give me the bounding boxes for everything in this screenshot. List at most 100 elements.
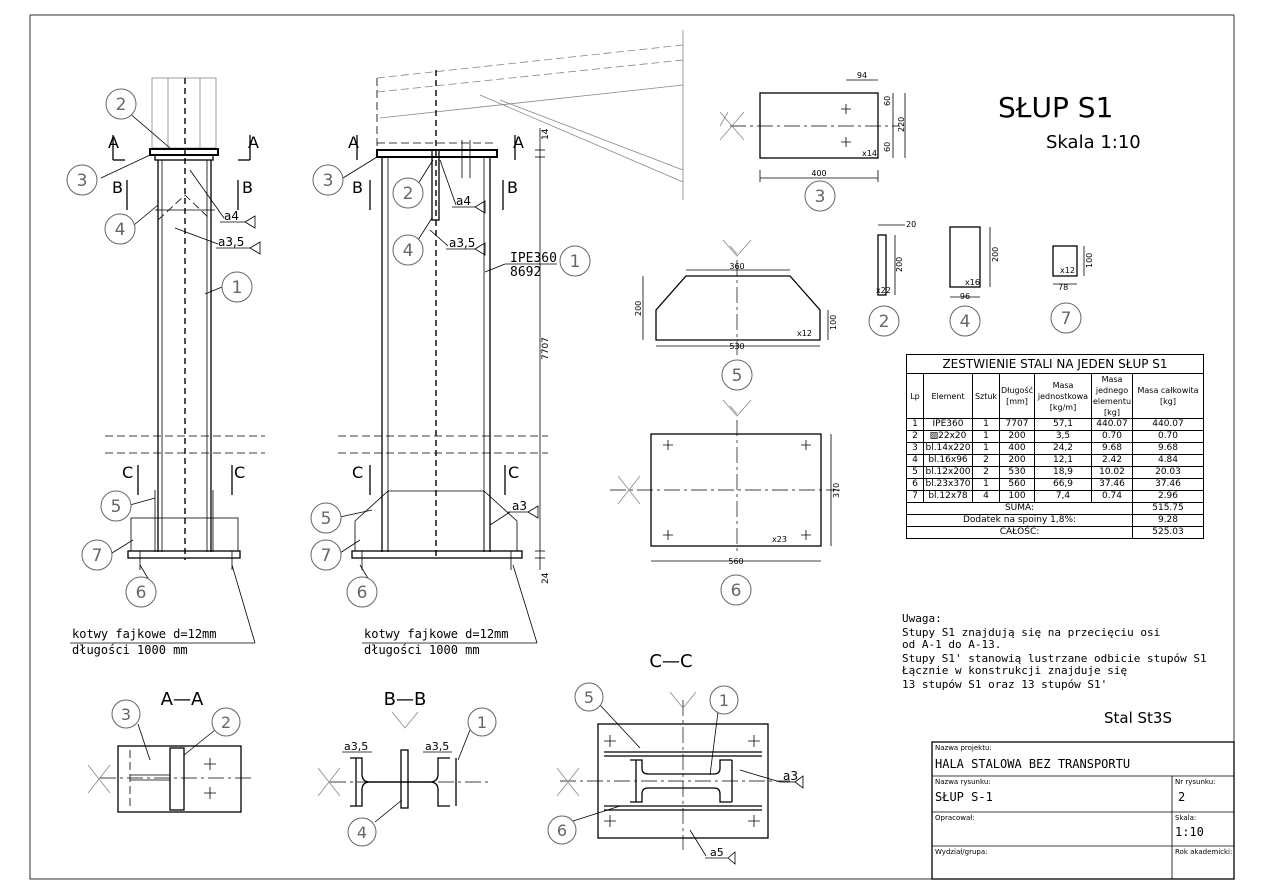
svg-text:6: 6: [731, 581, 742, 601]
svg-text:A: A: [513, 133, 524, 152]
svg-text:8692: 8692: [510, 265, 541, 280]
svg-text:100: 100: [829, 315, 838, 330]
table-cell: 37.46: [1132, 478, 1204, 491]
parts-small: 20 200 x22 2 96 200 x16 4 78 100 x12 7: [868, 220, 1094, 337]
svg-text:2: 2: [403, 184, 414, 204]
svg-text:94: 94: [857, 71, 867, 80]
table-cell: 400: [999, 442, 1035, 455]
column-view-front: A A B B C C a4 a3,5 kotwy fajkowe d=12mm…: [66, 77, 265, 657]
svg-text:1: 1: [570, 252, 581, 272]
svg-text:IPE360: IPE360: [510, 251, 557, 266]
table-cell: 24,2: [1034, 442, 1092, 455]
svg-text:Stupy S1 znajdują się na przec: Stupy S1 znajdują się na przecięciu osi: [902, 626, 1160, 639]
svg-text:C—C: C—C: [649, 651, 692, 672]
svg-text:B: B: [242, 178, 253, 197]
svg-text:1: 1: [477, 713, 487, 732]
svg-text:a4: a4: [456, 194, 471, 208]
steel-table-header: Lp Element Sztuk Długość [mm] Masa jedno…: [906, 373, 1204, 419]
svg-text:7707: 7707: [541, 337, 551, 360]
svg-text:560: 560: [728, 557, 743, 566]
table-summary-row: Dodatek na spoiny 1,8%: 9.28: [906, 514, 1204, 527]
svg-text:HALA STALOWA BEZ TRANSPORTU: HALA STALOWA BEZ TRANSPORTU: [935, 757, 1130, 771]
table-summary-row: SUMA: 515.75: [906, 502, 1204, 515]
table-cell: 0.70: [1132, 430, 1204, 443]
svg-text:SŁUP S-1: SŁUP S-1: [935, 790, 993, 804]
dodatek-label: Dodatek na spoiny 1,8%:: [906, 514, 1133, 527]
table-header-cell: Masa całkowita [kg]: [1132, 373, 1204, 419]
svg-text:4: 4: [115, 220, 126, 240]
table-cell: 200: [999, 454, 1035, 467]
svg-text:3: 3: [815, 187, 826, 207]
svg-text:78: 78: [1058, 283, 1068, 292]
svg-text:4: 4: [960, 312, 971, 332]
svg-text:Nazwa projektu:: Nazwa projektu:: [935, 744, 992, 752]
table-cell: 4.84: [1132, 454, 1204, 467]
steel-table: ZESTWIENIE STALI NA JEDEN SŁUP S1 Lp Ele…: [906, 354, 1204, 539]
table-cell: bl.12x200: [923, 466, 973, 479]
table-summary-row: CAŁOŚĆ: 525.03: [906, 526, 1204, 539]
table-cell: 7: [906, 490, 924, 503]
dodatek-value: 9.28: [1132, 514, 1204, 527]
table-cell: IPE360: [923, 418, 973, 431]
svg-text:x14: x14: [862, 149, 877, 158]
part-5-detail: 360 530 200 100 x12 5: [634, 239, 838, 391]
svg-text:96: 96: [960, 292, 970, 301]
svg-text:2: 2: [1178, 790, 1185, 804]
table-cell: 18,9: [1034, 466, 1092, 479]
svg-text:5: 5: [732, 366, 743, 386]
svg-text:C: C: [234, 463, 245, 482]
table-cell: 66,9: [1034, 478, 1092, 491]
table-cell: 3: [906, 442, 924, 455]
svg-text:4: 4: [357, 823, 367, 842]
table-cell: bl.14x220: [923, 442, 973, 455]
svg-text:długości 1000 mm: długości 1000 mm: [72, 643, 188, 657]
table-header-cell: Masa jednego elementu [kg]: [1091, 373, 1133, 419]
svg-text:7: 7: [321, 546, 332, 566]
calosc-value: 525.03: [1132, 526, 1204, 539]
calosc-label: CAŁOŚĆ:: [906, 526, 1133, 539]
svg-text:B: B: [112, 178, 123, 197]
svg-text:60: 60: [883, 96, 892, 106]
svg-text:A: A: [348, 133, 359, 152]
svg-text:a3,5: a3,5: [218, 235, 244, 249]
svg-text:60: 60: [883, 142, 892, 152]
table-cell: 100: [999, 490, 1035, 503]
svg-text:B: B: [352, 178, 363, 197]
table-cell: 1: [906, 418, 924, 431]
svg-text:3: 3: [323, 171, 334, 191]
svg-text:x23: x23: [772, 535, 787, 544]
table-cell: 2.96: [1132, 490, 1204, 503]
svg-text:Opracował:: Opracował:: [935, 814, 975, 822]
svg-text:Wydział/grupa:: Wydział/grupa:: [935, 848, 988, 856]
table-cell: 1: [972, 442, 1000, 455]
svg-text:5: 5: [321, 509, 332, 529]
svg-text:C: C: [352, 463, 363, 482]
drawing-scale-title: Skala 1:10: [1046, 132, 1141, 153]
svg-text:20: 20: [906, 220, 916, 229]
svg-text:3: 3: [121, 705, 131, 724]
table-cell: 1: [972, 418, 1000, 431]
table-cell: 440.07: [1091, 418, 1133, 431]
svg-text:370: 370: [832, 483, 841, 498]
svg-text:6: 6: [357, 583, 368, 603]
table-cell: 0.70: [1091, 430, 1133, 443]
steel-table-title: ZESTWIENIE STALI NA JEDEN SŁUP S1: [906, 354, 1204, 374]
svg-text:100: 100: [1085, 253, 1094, 268]
svg-text:a5: a5: [710, 846, 724, 859]
svg-text:200: 200: [634, 301, 643, 316]
svg-text:24: 24: [541, 572, 551, 584]
svg-text:2: 2: [879, 312, 890, 332]
table-cell: 20.03: [1132, 466, 1204, 479]
drawing-title: SŁUP S1: [998, 91, 1113, 124]
table-cell: 1: [972, 478, 1000, 491]
svg-text:7: 7: [92, 546, 103, 566]
section-bb: B—B a3,5 a3,5 1 4: [317, 689, 497, 847]
svg-text:x22: x22: [876, 286, 891, 295]
table-cell: 3,5: [1034, 430, 1092, 443]
